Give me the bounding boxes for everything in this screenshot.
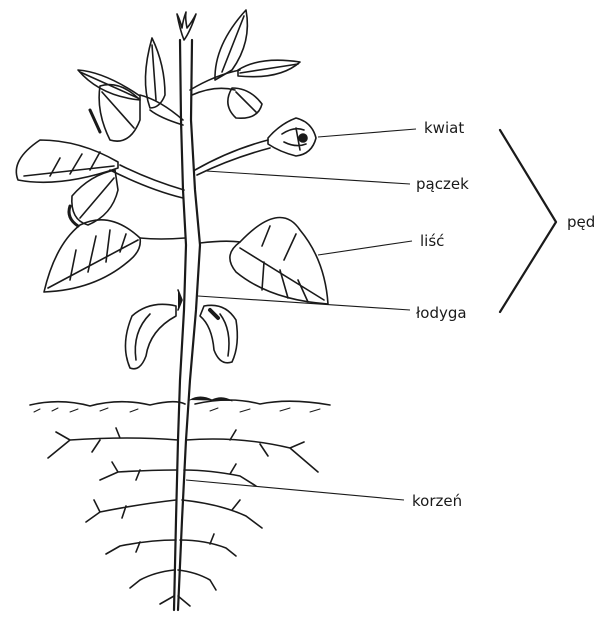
shoot-bracket	[500, 130, 556, 312]
label-stem: łodyga	[416, 306, 467, 321]
label-shoot: pęd	[567, 215, 595, 230]
flower	[268, 118, 316, 156]
pointer-paczek	[206, 171, 410, 184]
leaves	[16, 10, 328, 369]
apical-bud	[177, 12, 196, 40]
label-root: korzeń	[412, 494, 462, 509]
pointer-kwiat	[318, 129, 416, 137]
pointer-lodyga	[198, 296, 410, 310]
label-flower: kwiat	[424, 121, 464, 136]
main-stem	[174, 40, 200, 610]
label-bud: pączek	[416, 177, 469, 192]
pointer-korzen	[186, 480, 404, 500]
pointer-lisc	[318, 241, 412, 255]
label-leaf: liść	[420, 234, 444, 249]
